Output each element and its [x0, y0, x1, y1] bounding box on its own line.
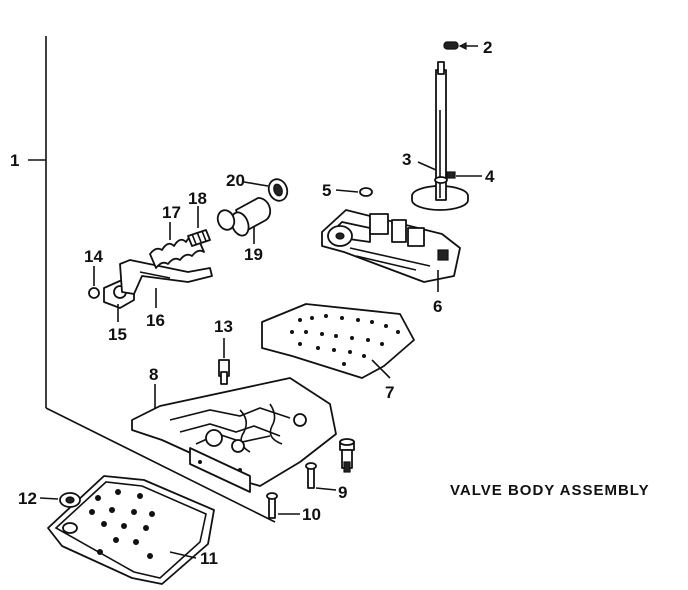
callout-15: 15: [108, 325, 127, 344]
callout-3: 3: [402, 150, 411, 169]
part-19-sleeve: [230, 197, 272, 244]
callout-13: 13: [214, 317, 233, 336]
part-13-fitting: [218, 338, 230, 385]
callout-20: 20: [226, 171, 245, 190]
callout-12: 12: [18, 489, 37, 508]
part-9-bolt: [305, 438, 355, 491]
callout-16: 16: [146, 311, 165, 330]
part-4-disc-leader: [446, 171, 482, 179]
part-7-separator-plate: [261, 303, 415, 379]
part-6-upper-valve-body: [321, 209, 461, 292]
callout-4: 4: [485, 167, 495, 186]
callout-14: 14: [84, 247, 103, 266]
callout-18: 18: [188, 189, 207, 208]
assembly-bracket: [28, 36, 276, 523]
callout-17: 17: [162, 203, 181, 222]
callout-2: 2: [483, 38, 492, 57]
part-16-lever: [119, 259, 213, 308]
callout-10: 10: [302, 505, 321, 524]
part-8-lower-valve-body: [131, 377, 337, 493]
part-10-bolt: [266, 492, 300, 519]
part-18-spring: [187, 206, 211, 247]
part-20-rings: [216, 178, 289, 231]
part-12-seal: [39, 492, 81, 508]
callout-5: 5: [322, 181, 331, 200]
part-3-shaft: [411, 61, 469, 211]
part-14-screw: [88, 266, 100, 299]
callout-19: 19: [244, 245, 263, 264]
part-2-plug: [443, 41, 478, 50]
part-5-cap: [335, 187, 373, 197]
callout-9: 9: [338, 483, 347, 502]
part-11-filter: [47, 475, 215, 585]
callout-6: 6: [433, 297, 442, 316]
callout-8: 8: [149, 365, 158, 384]
diagram-title: VALVE BODY ASSEMBLY: [450, 482, 650, 499]
callout-7: 7: [385, 383, 394, 402]
callout-1: 1: [10, 151, 19, 170]
callout-11: 11: [200, 549, 218, 568]
